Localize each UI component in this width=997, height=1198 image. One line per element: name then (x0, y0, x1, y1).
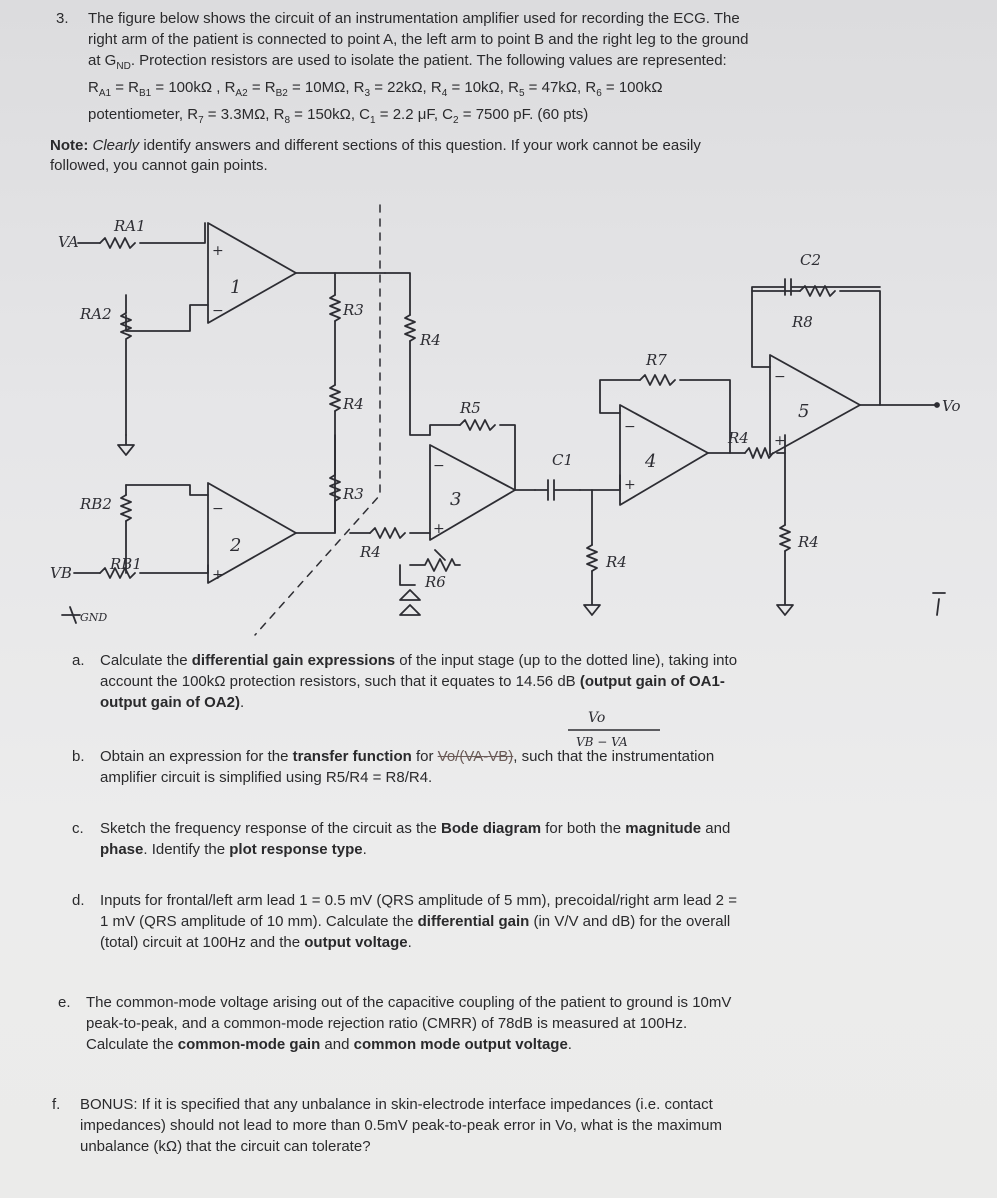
circuit-svg: VA RA1 RA2 RB2 VB RB1 R3 R4 R4 R3 R4 R5 … (50, 204, 961, 636)
item-b-letter: b. (72, 748, 85, 765)
resistor-r3-top (329, 294, 341, 322)
label-rb1: RB1 (109, 555, 142, 573)
label-ra2: RA2 (79, 305, 112, 323)
question-number: 3. (56, 10, 69, 27)
intro-line-1: The figure below shows the circuit of an… (88, 10, 740, 27)
resistor-r4-lower (369, 527, 406, 539)
opamp-5-plus: + (774, 433, 786, 449)
opamp-4 (619, 404, 709, 506)
question-text: The figure below shows the circuit of an… (88, 8, 983, 131)
opamp-3 (429, 444, 516, 541)
intro-line-2: right arm of the patient is connected to… (88, 31, 749, 48)
label-gnd: GND (80, 611, 107, 624)
opamp-2-label: 2 (229, 535, 241, 556)
resistor-r4-mid (329, 384, 341, 412)
item-d-letter: d. (72, 892, 85, 909)
opamp-4-plus: + (624, 477, 636, 493)
label-r4-series: R4 (727, 429, 749, 447)
resistor-ra2 (120, 312, 132, 340)
capacitor-c2 (751, 278, 881, 296)
opamp-4-minus: − (624, 419, 636, 435)
note-text-1: identify answers and different sections … (139, 137, 701, 154)
label-vb: VB (50, 564, 72, 582)
opamp-2-plus: + (212, 567, 224, 583)
opamp-5-label: 5 (798, 401, 809, 422)
intro-line-4: RA1 = RB1 = 100kΩ , RA2 = RB2 = 10MΩ, R3… (88, 79, 663, 99)
label-r5: R5 (459, 399, 481, 417)
item-c-letter: c. (72, 820, 84, 837)
opamp-1-label: 1 (230, 277, 241, 298)
circuit-diagram: VA RA1 RA2 RB2 VB RB1 R3 R4 R4 R3 R4 R5 … (40, 195, 997, 645)
resistor-rb2 (120, 494, 132, 522)
label-r4-hp: R4 (605, 553, 627, 571)
label-rb2: RB2 (79, 495, 112, 513)
resistor-r4-top (404, 314, 416, 342)
dotted-stage-line (254, 204, 381, 636)
intro-line-5: potentiometer, R7 = 3.3MΩ, R8 = 150kΩ, C… (88, 106, 589, 126)
note-paragraph: Note: Clearly identify answers and diffe… (50, 136, 940, 176)
annot-numerator: Vo (588, 710, 605, 726)
note-emphasis: Clearly (92, 137, 140, 154)
label-r4-ref: R4 (797, 533, 819, 551)
label-r8: R8 (791, 313, 813, 331)
resistor-r3-bottom (329, 474, 341, 502)
opamp-1-minus: − (212, 303, 224, 319)
resistor-ra1 (99, 237, 136, 249)
opamp-5-minus: − (774, 369, 786, 385)
note-text-2: followed, you cannot gain points. (50, 157, 268, 174)
struck-transfer-expression: Vo/(VA-VB) (437, 748, 514, 765)
label-ra1: RA1 (113, 217, 146, 235)
item-a-letter: a. (72, 652, 85, 669)
label-r4-top: R4 (419, 331, 441, 349)
opamp-1-plus: + (212, 243, 224, 259)
label-r7: R7 (645, 351, 667, 369)
resistor-r4-ref (779, 524, 791, 552)
resistor-r5 (459, 419, 496, 431)
opamp-2-minus: − (212, 501, 224, 517)
label-vo: Vo (942, 397, 961, 415)
opamp-3-label: 3 (450, 489, 461, 510)
resistor-r7 (639, 374, 676, 386)
annot-denominator: VB − VA (576, 735, 628, 749)
resistor-r4-series (744, 447, 774, 459)
handwritten-transfer-function: Vo VB − VA (560, 704, 670, 752)
opamp-3-minus: − (433, 458, 445, 474)
item-f-letter: f. (52, 1096, 61, 1113)
note-label: Note: (50, 137, 89, 154)
label-r3-bottom: R3 (342, 485, 364, 503)
label-va: VA (58, 233, 79, 251)
label-r3-top: R3 (342, 301, 364, 319)
opamp-4-label: 4 (644, 451, 656, 472)
opamp-3-plus: + (433, 521, 445, 537)
opamp-1 (207, 222, 297, 324)
resistor-r4-hp (586, 544, 598, 572)
potentiometer-r6 (409, 558, 461, 572)
capacitor-c1 (534, 479, 581, 501)
opamp-5 (769, 354, 861, 456)
label-r6: R6 (424, 573, 446, 591)
opamp-2 (207, 482, 297, 584)
label-r4-mid: R4 (342, 395, 364, 413)
label-c2: C2 (800, 251, 821, 269)
intro-line-3: at GND. Protection resistors are used to… (88, 52, 727, 72)
item-e-letter: e. (58, 994, 71, 1011)
label-c1: C1 (552, 451, 573, 469)
label-r4-lower: R4 (359, 543, 381, 561)
resistor-rb1 (99, 567, 136, 579)
